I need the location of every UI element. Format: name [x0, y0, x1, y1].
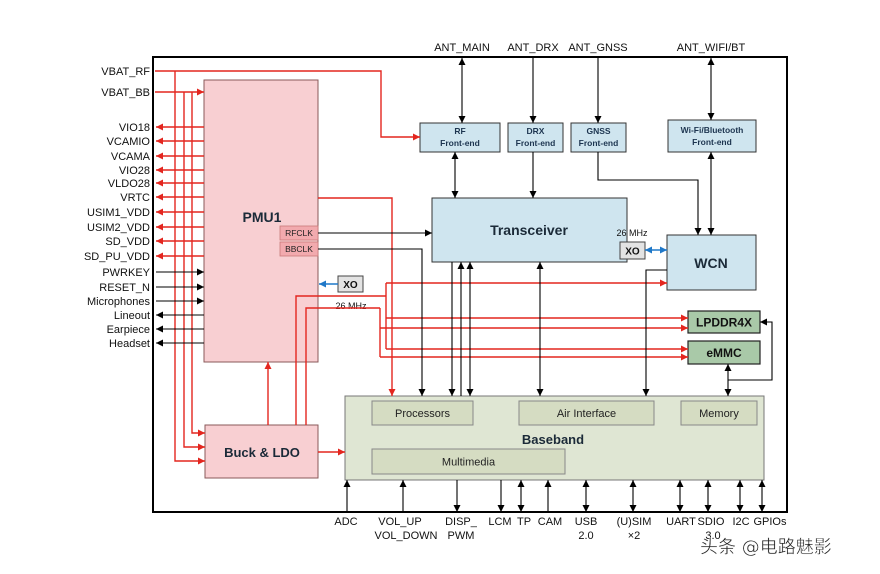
io-label: 2.0 [578, 530, 593, 542]
vbat-to-buck-line [174, 71, 205, 465]
gnss-front-end-block: GNSS Front-end [570, 122, 627, 153]
rf-front-end-title: RF [454, 126, 465, 136]
pin-label: Earpiece [107, 324, 150, 336]
bottom-io-labels: ADC VOL_UP VOL_DOWN DISP_ PWM LCM TP CAM… [334, 516, 787, 542]
pmu-label: PMU1 [243, 209, 282, 225]
pmu-xo-frequency: 26 MHz [335, 301, 367, 311]
pin-label: VLDO28 [108, 178, 150, 190]
signal-connections [156, 58, 773, 512]
pin-label: VBAT_RF [101, 66, 150, 78]
pin-label: USIM2_VDD [87, 222, 150, 234]
wifi-bt-front-end-title: Wi-Fi/Bluetooth [681, 125, 744, 135]
pin-label: Microphones [87, 296, 150, 308]
baseband-block: Processors Air Interface Memory Baseband… [344, 395, 765, 481]
baseband-label: Baseband [522, 432, 584, 447]
wcn-block: WCN [666, 234, 757, 291]
antenna-drx-label: ANT_DRX [507, 42, 559, 54]
pin-label: PWRKEY [102, 267, 150, 279]
io-label: PWM [448, 530, 475, 542]
lpddr-memory-line [728, 318, 773, 381]
wifi-bt-front-end-subtitle: Front-end [692, 137, 732, 147]
pmu-xo-label: XO [343, 280, 358, 291]
lpddr4x-label: LPDDR4X [696, 316, 752, 330]
buck-rail-line [295, 295, 386, 425]
emmc-label: eMMC [706, 346, 742, 360]
pmu-to-baseband-power-line [318, 197, 396, 396]
pin-label: RESET_N [99, 282, 150, 294]
pmu-pin-labels: VBAT_RF VBAT_BB VIO18 VCAMIO VCAMA VIO28… [84, 66, 151, 350]
lpddr4x-block: LPDDR4X [687, 310, 761, 334]
buck-ldo-block: Buck & LDO [204, 424, 319, 479]
multimedia-block [371, 448, 566, 475]
memory-controller-block [680, 400, 758, 426]
wcn-crystal-oscillator: XO [619, 241, 646, 260]
pmu-crystal-oscillator: XO [337, 275, 364, 293]
io-label: USB [575, 516, 598, 528]
gnss-front-end-title: GNSS [586, 126, 610, 136]
bbclk-label: BBCLK [285, 244, 313, 254]
io-label: TP [517, 516, 531, 528]
io-label: I2C [732, 516, 749, 528]
drx-front-end-subtitle: Front-end [516, 138, 556, 148]
wcn-to-baseband-line [642, 269, 667, 396]
io-label: SDIO [698, 516, 725, 528]
io-label: ADC [334, 516, 357, 528]
wcn-xo-label: XO [625, 247, 640, 258]
system-frame [152, 56, 788, 513]
gnss-to-wcn-line [597, 152, 702, 235]
io-label: (U)SIM [617, 516, 652, 528]
pin-label: VBAT_BB [101, 87, 150, 99]
watermark: 头条 @电路魅影 [700, 537, 832, 558]
pin-label: SD_VDD [105, 236, 150, 248]
io-label: VOL_UP [378, 516, 421, 528]
io-label: 3.0 [705, 530, 720, 542]
pin-label: Lineout [114, 310, 150, 322]
multimedia-label: Multimedia [442, 457, 496, 469]
io-label: LCM [488, 516, 511, 528]
pin-label: VRTC [120, 192, 150, 204]
pin-label: Headset [109, 338, 150, 350]
io-label: CAM [538, 516, 562, 528]
buck-rail-line [305, 307, 380, 425]
vbat-to-buck-line [183, 92, 205, 451]
io-label: VOL_DOWN [375, 530, 438, 542]
rfclk-label: RFCLK [285, 228, 313, 238]
processors-label: Processors [395, 408, 451, 420]
gnss-front-end-subtitle: Front-end [579, 138, 619, 148]
buck-ldo-label: Buck & LDO [224, 445, 300, 460]
pin-label: VIO18 [119, 122, 150, 134]
io-label: GPIOs [753, 516, 787, 528]
bbclk-line [318, 248, 426, 396]
wcn-xo-frequency: 26 MHz [616, 228, 648, 238]
transceiver-label: Transceiver [490, 222, 568, 238]
vbat-to-buck-line [191, 92, 205, 437]
rf-front-end-subtitle: Front-end [440, 138, 480, 148]
pin-label: VCAMA [111, 151, 151, 163]
clock-connections [319, 246, 667, 288]
pin-label: SD_PU_VDD [84, 251, 150, 263]
io-label: UART [666, 516, 696, 528]
wifi-bt-front-end-block: Wi-Fi/Bluetooth Front-end [667, 119, 757, 153]
transceiver-block: Transceiver [431, 197, 628, 263]
pmu-block: PMU1 RFCLK BBCLK [203, 79, 319, 363]
antenna-wifi-bt-label: ANT_WIFI/BT [677, 42, 746, 54]
pin-label: USIM1_VDD [87, 207, 150, 219]
wcn-label: WCN [694, 255, 727, 271]
io-label: DISP_ [445, 516, 478, 528]
drx-front-end-block: DRX Front-end [507, 122, 564, 153]
emmc-block: eMMC [687, 340, 761, 365]
antenna-main-label: ANT_MAIN [434, 42, 490, 54]
drx-front-end-title: DRX [527, 126, 545, 136]
processors-block [371, 400, 474, 426]
air-interface-block [518, 400, 655, 426]
pin-label: VCAMIO [107, 136, 151, 148]
vbat-rf-line [155, 70, 420, 141]
antenna-gnss-label: ANT_GNSS [568, 42, 627, 54]
air-interface-label: Air Interface [557, 408, 616, 420]
memory-label: Memory [699, 408, 739, 420]
pin-label: VIO28 [119, 165, 150, 177]
rf-front-end-block: RF Front-end [419, 122, 501, 153]
io-label: ×2 [628, 530, 641, 542]
